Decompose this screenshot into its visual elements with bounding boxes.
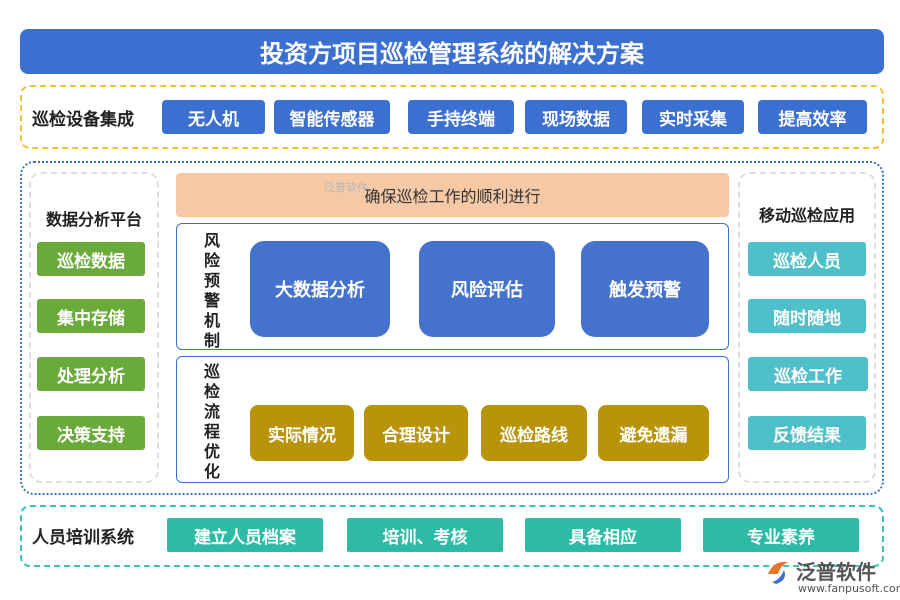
risk-item: 触发预警 — [581, 241, 709, 337]
equipment-chip: 实时采集 — [642, 100, 744, 134]
mobile-inspection-panel — [738, 172, 876, 483]
objective-banner: 确保巡检工作的顺利进行 — [176, 173, 729, 217]
data-analysis-item: 决策支持 — [37, 416, 145, 450]
risk-item: 风险评估 — [419, 241, 555, 337]
equipment-integration-row — [20, 85, 884, 149]
training-item: 培训、考核 — [347, 518, 503, 552]
training-item: 专业素养 — [703, 518, 859, 552]
mobile-inspection-title: 移动巡检应用 — [758, 206, 855, 225]
process-item: 避免遗漏 — [598, 405, 709, 461]
data-analysis-panel — [29, 172, 159, 483]
equipment-chip: 提高效率 — [758, 100, 867, 134]
training-item: 建立人员档案 — [167, 518, 323, 552]
training-item: 具备相应 — [525, 518, 681, 552]
mobile-inspection-item: 巡检工作 — [748, 357, 868, 391]
data-analysis-item: 处理分析 — [37, 357, 145, 391]
data-analysis-title: 数据分析平台 — [45, 210, 142, 229]
main-section — [20, 161, 884, 495]
page-title: 投资方项目巡检管理系统的解决方案 — [20, 29, 884, 74]
banner-watermark: 泛普软件 — [324, 181, 368, 194]
process-item: 巡检路线 — [481, 405, 587, 461]
training-system-label: 人员培训系统 — [32, 527, 134, 548]
risk-warning-label: 风险预警机制 — [203, 231, 220, 350]
equipment-chip: 手持终端 — [408, 100, 514, 134]
logo-name: 泛普软件 — [796, 560, 876, 584]
objective-banner-text: 确保巡检工作的顺利进行 — [364, 187, 541, 206]
process-item: 实际情况 — [250, 405, 354, 461]
risk-item: 大数据分析 — [250, 241, 390, 337]
process-item: 合理设计 — [364, 405, 468, 461]
data-analysis-item: 集中存储 — [37, 299, 145, 333]
process-optimization-label: 巡检流程优化 — [203, 362, 220, 481]
equipment-integration-label: 巡检设备集成 — [32, 109, 134, 130]
data-analysis-item: 巡检数据 — [37, 242, 145, 276]
equipment-chip: 智能传感器 — [274, 100, 390, 134]
mobile-inspection-item: 随时随地 — [748, 299, 866, 333]
training-system-row — [20, 505, 884, 567]
fanpu-logo-icon — [764, 556, 794, 586]
equipment-chip: 无人机 — [162, 100, 265, 134]
mobile-inspection-item: 巡检人员 — [748, 242, 866, 276]
equipment-chip: 现场数据 — [525, 100, 627, 134]
logo-url: www.fanpusoft.com — [798, 582, 900, 595]
mobile-inspection-item: 反馈结果 — [748, 416, 866, 450]
